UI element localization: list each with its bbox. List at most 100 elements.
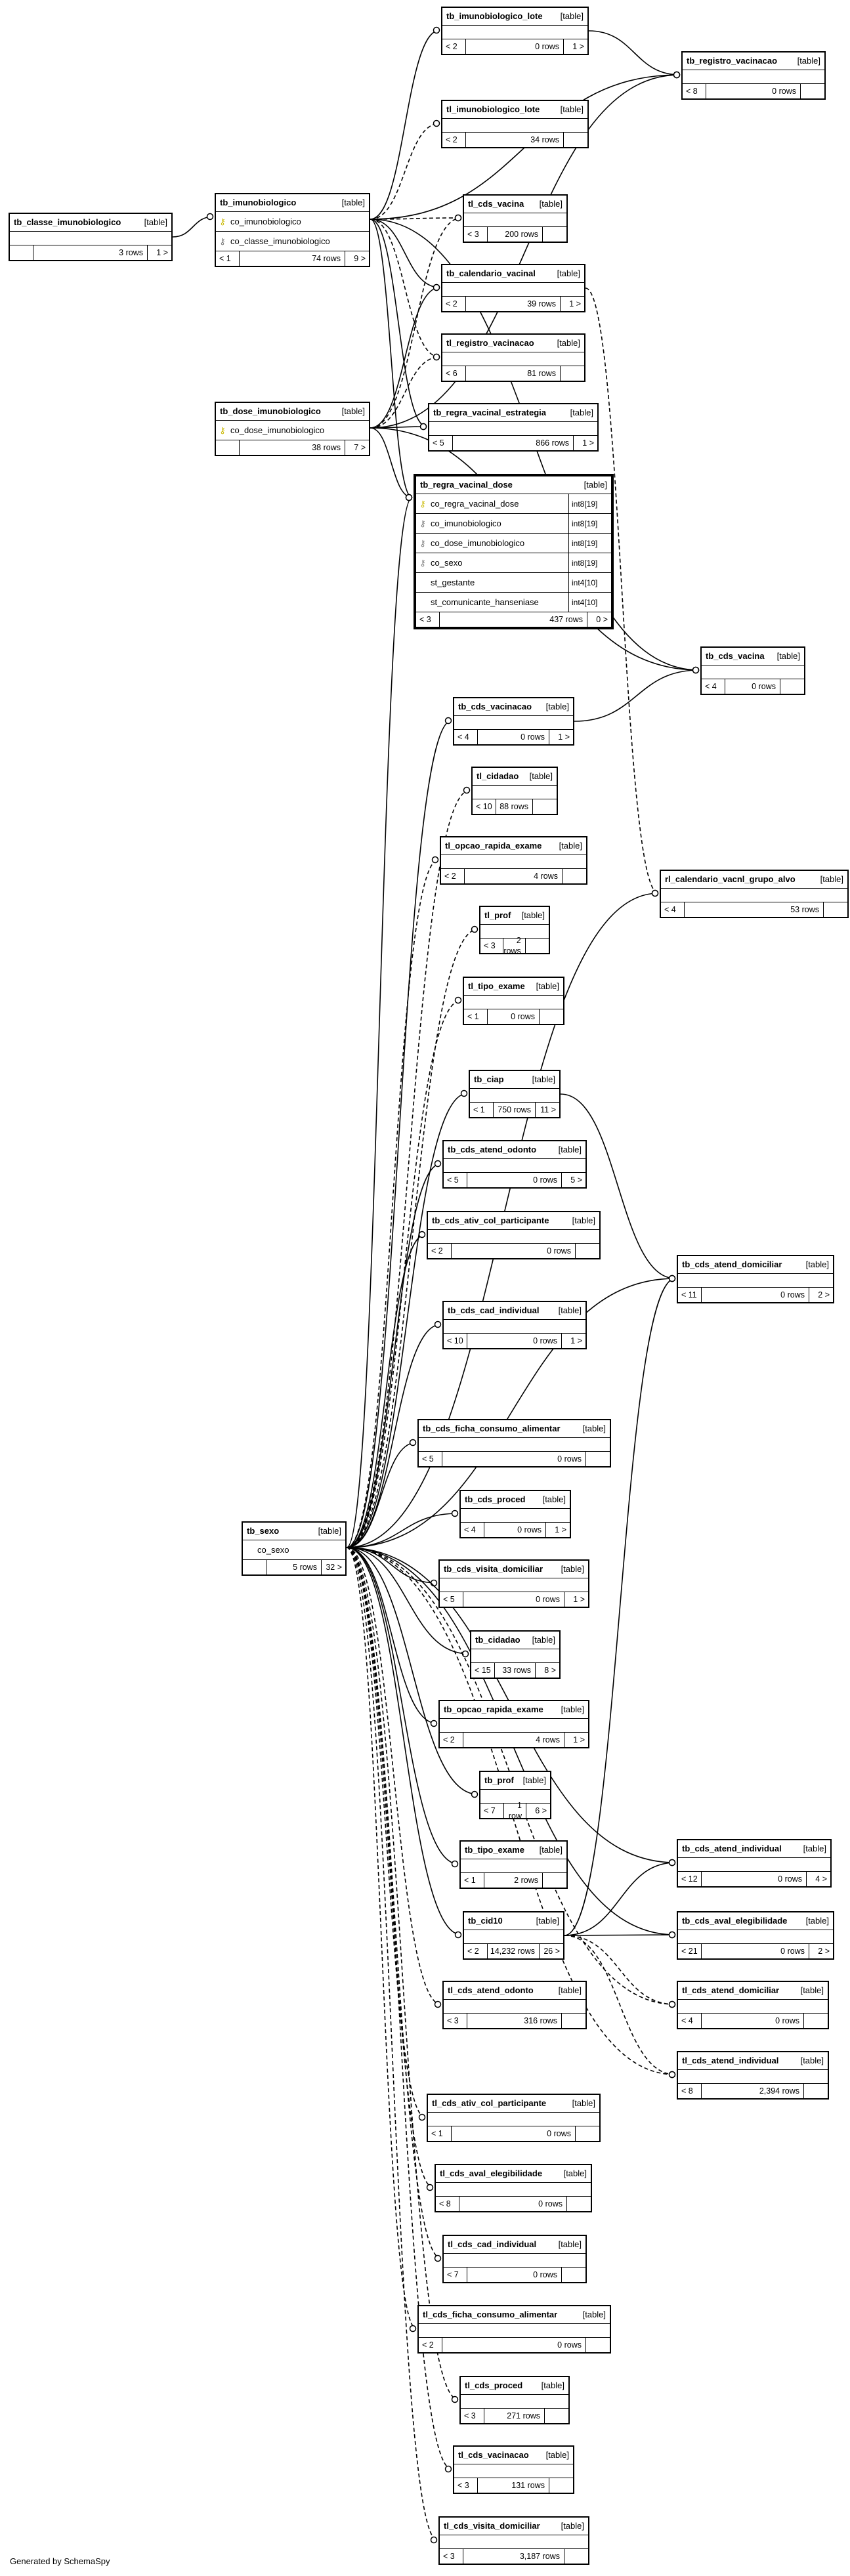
parents-count[interactable]: < 8 bbox=[436, 2197, 459, 2211]
parents-count[interactable]: < 8 bbox=[678, 2084, 702, 2098]
parents-count[interactable]: < 5 bbox=[444, 1173, 467, 1187]
table-name[interactable]: tl_cds_atend_odonto bbox=[448, 1985, 534, 1995]
parents-count[interactable]: < 2 bbox=[442, 133, 466, 147]
table-tb-imunobiologico[interactable]: tb_imunobiologico[table]⚷co_imunobiologi… bbox=[215, 193, 370, 267]
children-count[interactable] bbox=[561, 366, 584, 381]
table-name[interactable]: tl_cds_ativ_col_participante bbox=[432, 2098, 547, 2108]
table-name[interactable]: tl_imunobiologico_lote bbox=[446, 104, 540, 114]
children-count[interactable] bbox=[533, 799, 557, 814]
table-name[interactable]: tl_cds_vacina bbox=[468, 199, 524, 209]
parents-count[interactable]: < 1 bbox=[428, 2126, 452, 2141]
parents-count[interactable]: < 1 bbox=[216, 251, 240, 266]
children-count[interactable]: 4 > bbox=[815, 1874, 827, 1884]
table-name[interactable]: tb_cidadao bbox=[475, 1635, 521, 1645]
parents-count[interactable]: < 11 bbox=[678, 1288, 702, 1302]
children-count[interactable]: 26 > bbox=[543, 1947, 560, 1956]
table-name[interactable]: tl_prof bbox=[484, 910, 511, 920]
table-name[interactable]: tb_cds_vacinacao bbox=[458, 702, 532, 711]
table-name[interactable]: tl_cds_ficha_consumo_alimentar bbox=[423, 2310, 558, 2319]
children-count[interactable]: 0 > bbox=[596, 615, 608, 624]
table-tl-cds-ficha-consumo-alimentar[interactable]: tl_cds_ficha_consumo_alimentar[table]< 2… bbox=[417, 2305, 611, 2354]
table-name[interactable]: tb_registro_vacinacao bbox=[687, 56, 778, 66]
table-name[interactable]: tl_registro_vacinacao bbox=[446, 338, 534, 348]
parents-count[interactable]: < 2 bbox=[441, 869, 465, 883]
children-count[interactable]: 6 > bbox=[535, 1806, 547, 1815]
parents-count[interactable]: < 8 bbox=[683, 84, 706, 98]
table-rl-calendario-vacnl-grupo-alvo[interactable]: rl_calendario_vacnl_grupo_alvo[table]< 4… bbox=[660, 870, 849, 918]
parents-count[interactable]: < 7 bbox=[480, 1804, 504, 1818]
parents-count[interactable]: < 3 bbox=[444, 2014, 467, 2028]
children-count[interactable] bbox=[801, 84, 824, 98]
children-count[interactable] bbox=[545, 2409, 568, 2423]
parents-count[interactable]: < 3 bbox=[440, 2549, 463, 2564]
children-count[interactable]: 8 > bbox=[544, 1666, 556, 1675]
parents-count[interactable]: < 5 bbox=[440, 1592, 463, 1607]
table-name[interactable]: tb_classe_imunobiologico bbox=[14, 217, 121, 227]
table-name[interactable]: tl_opcao_rapida_exame bbox=[445, 841, 542, 851]
parents-count[interactable]: < 4 bbox=[661, 902, 685, 917]
children-count[interactable] bbox=[563, 869, 586, 883]
children-count[interactable]: 2 > bbox=[818, 1947, 830, 1956]
children-count[interactable]: 1 > bbox=[573, 1735, 585, 1744]
children-count[interactable]: 11 > bbox=[540, 1105, 556, 1114]
parents-count[interactable]: < 12 bbox=[678, 1872, 702, 1886]
table-name[interactable]: tb_dose_imunobiologico bbox=[220, 406, 321, 416]
children-count[interactable] bbox=[526, 939, 549, 953]
table-name[interactable]: tl_cds_cad_individual bbox=[448, 2239, 537, 2249]
parents-count[interactable]: < 10 bbox=[444, 1334, 467, 1348]
children-count[interactable]: 1 > bbox=[555, 1525, 566, 1534]
parents-count[interactable]: < 2 bbox=[442, 297, 466, 311]
parents-count[interactable]: < 3 bbox=[464, 227, 488, 242]
table-name[interactable]: tl_cds_vacinacao bbox=[458, 2450, 529, 2460]
children-count[interactable]: 1 > bbox=[573, 1595, 585, 1604]
table-name[interactable]: tl_cds_visita_domiciliar bbox=[444, 2521, 540, 2531]
table-name[interactable]: tb_cds_cad_individual bbox=[448, 1305, 540, 1315]
table-tb-dose-imunobiologico[interactable]: tb_dose_imunobiologico[table]⚷co_dose_im… bbox=[215, 402, 370, 456]
children-count[interactable] bbox=[586, 2338, 610, 2352]
parents-count[interactable]: < 1 bbox=[461, 1873, 484, 1888]
parents-count[interactable]: < 6 bbox=[442, 366, 466, 381]
table-name[interactable]: rl_calendario_vacnl_grupo_alvo bbox=[665, 874, 796, 884]
parents-count[interactable]: < 4 bbox=[454, 730, 478, 744]
table-name[interactable]: tl_cds_aval_elegibilidade bbox=[440, 2168, 543, 2178]
children-count[interactable]: 1 > bbox=[572, 42, 584, 51]
children-count[interactable]: 1 > bbox=[569, 299, 581, 308]
children-count[interactable] bbox=[549, 2478, 573, 2493]
children-count[interactable]: 9 > bbox=[354, 254, 366, 263]
parents-count[interactable]: < 15 bbox=[471, 1663, 495, 1678]
parents-count[interactable]: < 2 bbox=[419, 2338, 442, 2352]
table-name[interactable]: tb_cds_atend_individual bbox=[682, 1844, 782, 1853]
parents-count[interactable]: < 2 bbox=[428, 1244, 452, 1258]
parents-count[interactable]: < 3 bbox=[454, 2478, 478, 2493]
children-count[interactable] bbox=[564, 2549, 588, 2564]
table-name[interactable]: tb_calendario_vacinal bbox=[446, 268, 536, 278]
table-name[interactable]: tl_cds_proced bbox=[465, 2380, 523, 2390]
children-count[interactable]: 2 > bbox=[818, 1290, 830, 1299]
children-count[interactable] bbox=[564, 133, 587, 147]
children-count[interactable]: 7 > bbox=[354, 443, 366, 452]
children-count[interactable] bbox=[780, 679, 804, 694]
children-count[interactable]: 1 > bbox=[156, 248, 168, 257]
parents-count[interactable]: < 3 bbox=[461, 2409, 484, 2423]
children-count[interactable]: 1 > bbox=[582, 438, 594, 448]
